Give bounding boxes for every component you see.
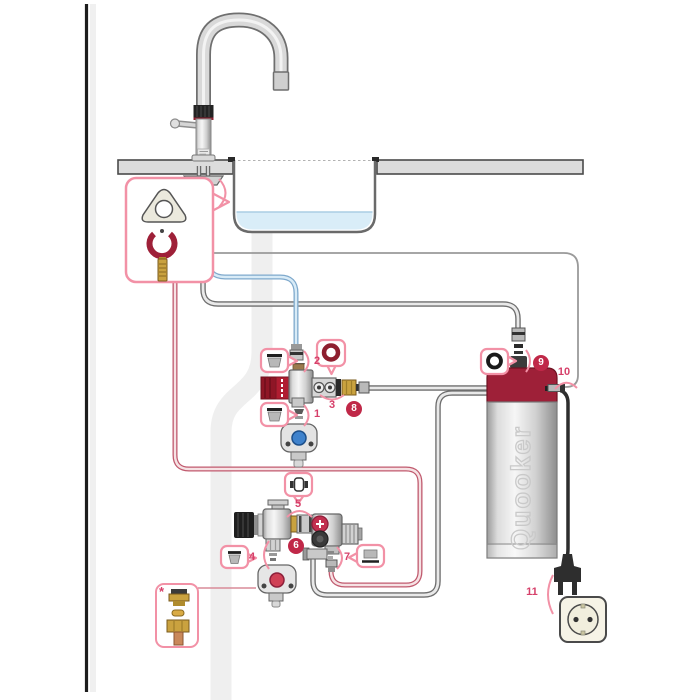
o-ring-black-icon [486,352,503,370]
nut-copper-pipe-icon [166,619,190,646]
valve-red-handle [260,376,290,400]
faucet-handle [169,118,199,129]
washer-part [327,551,334,554]
washer-icon [363,549,378,559]
bubble-oring-3 [315,338,347,401]
power-plug [554,554,581,595]
hose-tail-fitting [325,559,338,572]
callout-box-adapters [155,583,256,648]
callout-number-10: 10 [557,366,571,378]
faucet [169,12,290,162]
o-ring-icon [321,343,341,362]
bubble-oring-9 [479,347,531,376]
lower-assembly-hose [310,390,487,598]
tank-brand-label: Quooker [505,424,536,550]
bubble-filter-1 [259,401,310,428]
callout-number-7: 7 [343,551,351,563]
sink-water [236,212,373,230]
callout-number-3: 3 [328,399,336,411]
bracket-10 [554,381,578,390]
callout-number-11: 11 [526,586,538,598]
faucet-nameplate [197,148,210,157]
threaded-pin-icon [157,257,168,282]
callout-number-2: 2 [313,355,321,367]
inlet-valve-assembly [260,344,370,468]
tank-body [486,401,558,559]
bracket-11 [547,574,554,615]
callout-badge-8: 8 [346,401,362,417]
cold-tee-part [280,423,318,468]
callout-box-tap-fixing [124,176,231,284]
compression-fitting-icon [168,589,190,606]
optional-parts-asterisk: * [159,584,165,599]
clamp-ring-icon [146,229,178,260]
faucet-collar [193,105,214,120]
hot-water-line [212,252,579,388]
faucet-spout [196,12,290,122]
faucet-escutcheon [191,154,216,162]
elbow-fitting [302,547,328,561]
boiling-water-hose [200,250,521,330]
power-cord [555,387,570,558]
brass-olive-icon [171,609,185,617]
mounting-bracket-icon [141,188,187,223]
blue-dot [291,430,307,446]
sink-basin [232,161,377,234]
pressure-valve [311,513,363,555]
bubble-filter-2 [259,347,310,374]
callout-badge-9: 9 [533,355,549,371]
tap-water-connector [257,564,297,608]
callout-number-1: 1 [313,408,321,420]
callout-badge-6: 6 [288,538,304,554]
valve-label-marks [281,379,283,397]
spout-tip [272,71,290,91]
callout-number-4: 4 [248,551,256,563]
red-dot [269,572,285,588]
bubble-coupling-5 [283,471,314,518]
check-valve [234,499,298,540]
bubble-filter-4 [219,540,270,570]
callout-number-5: 5 [294,498,302,510]
brass-nut [341,379,357,396]
bubble-washer-7 [336,543,386,570]
coupling-icon [290,477,308,492]
wall-socket [559,596,607,643]
combi-valve-assembly [234,499,363,608]
countertop [117,157,584,175]
o-ring-seat [336,379,341,396]
